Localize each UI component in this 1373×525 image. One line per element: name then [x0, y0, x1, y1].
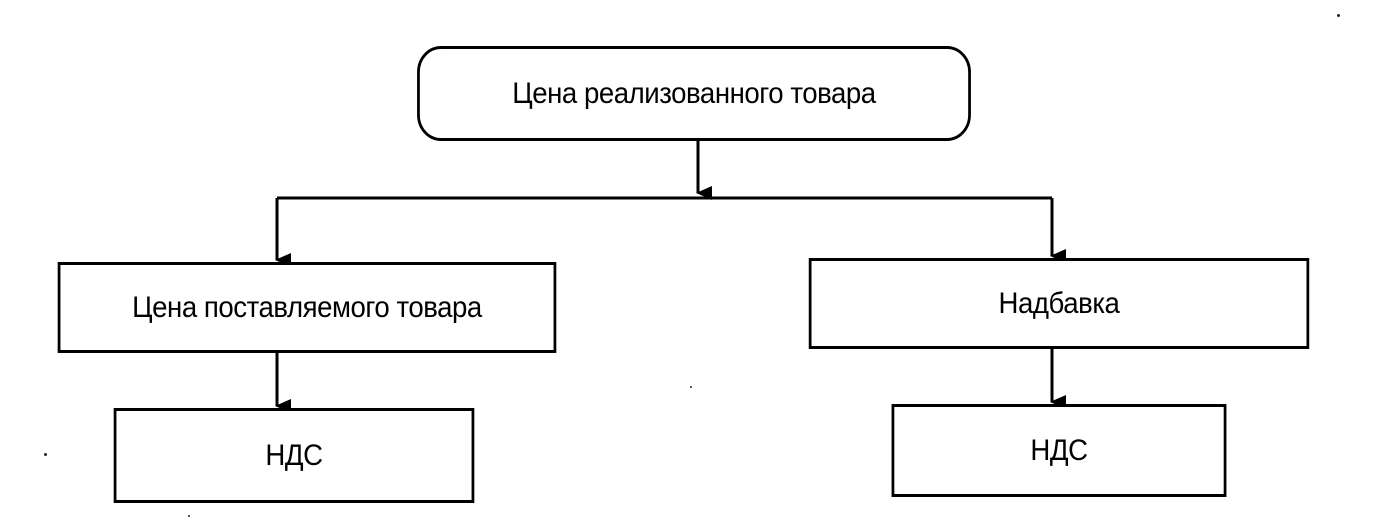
vat-node-right: НДС: [891, 404, 1227, 497]
markup-label: Надбавка: [998, 286, 1120, 320]
vat-node-left: НДС: [113, 408, 475, 503]
markup-node: Надбавка: [808, 258, 1310, 349]
vat-label-left: НДС: [265, 438, 323, 472]
root-node: Цена реализованного товара: [417, 46, 971, 141]
supplied-goods-price-node: Цена поставляемого товара: [57, 262, 557, 353]
scan-speck: [1337, 14, 1340, 17]
scan-speck: [188, 515, 190, 517]
scan-speck: [690, 386, 692, 388]
supplied-goods-price-label: Цена поставляемого товара: [132, 290, 482, 324]
vat-label-right: НДС: [1030, 433, 1088, 467]
scan-speck: [44, 453, 47, 456]
root-node-label: Цена реализованного товара: [512, 76, 876, 110]
